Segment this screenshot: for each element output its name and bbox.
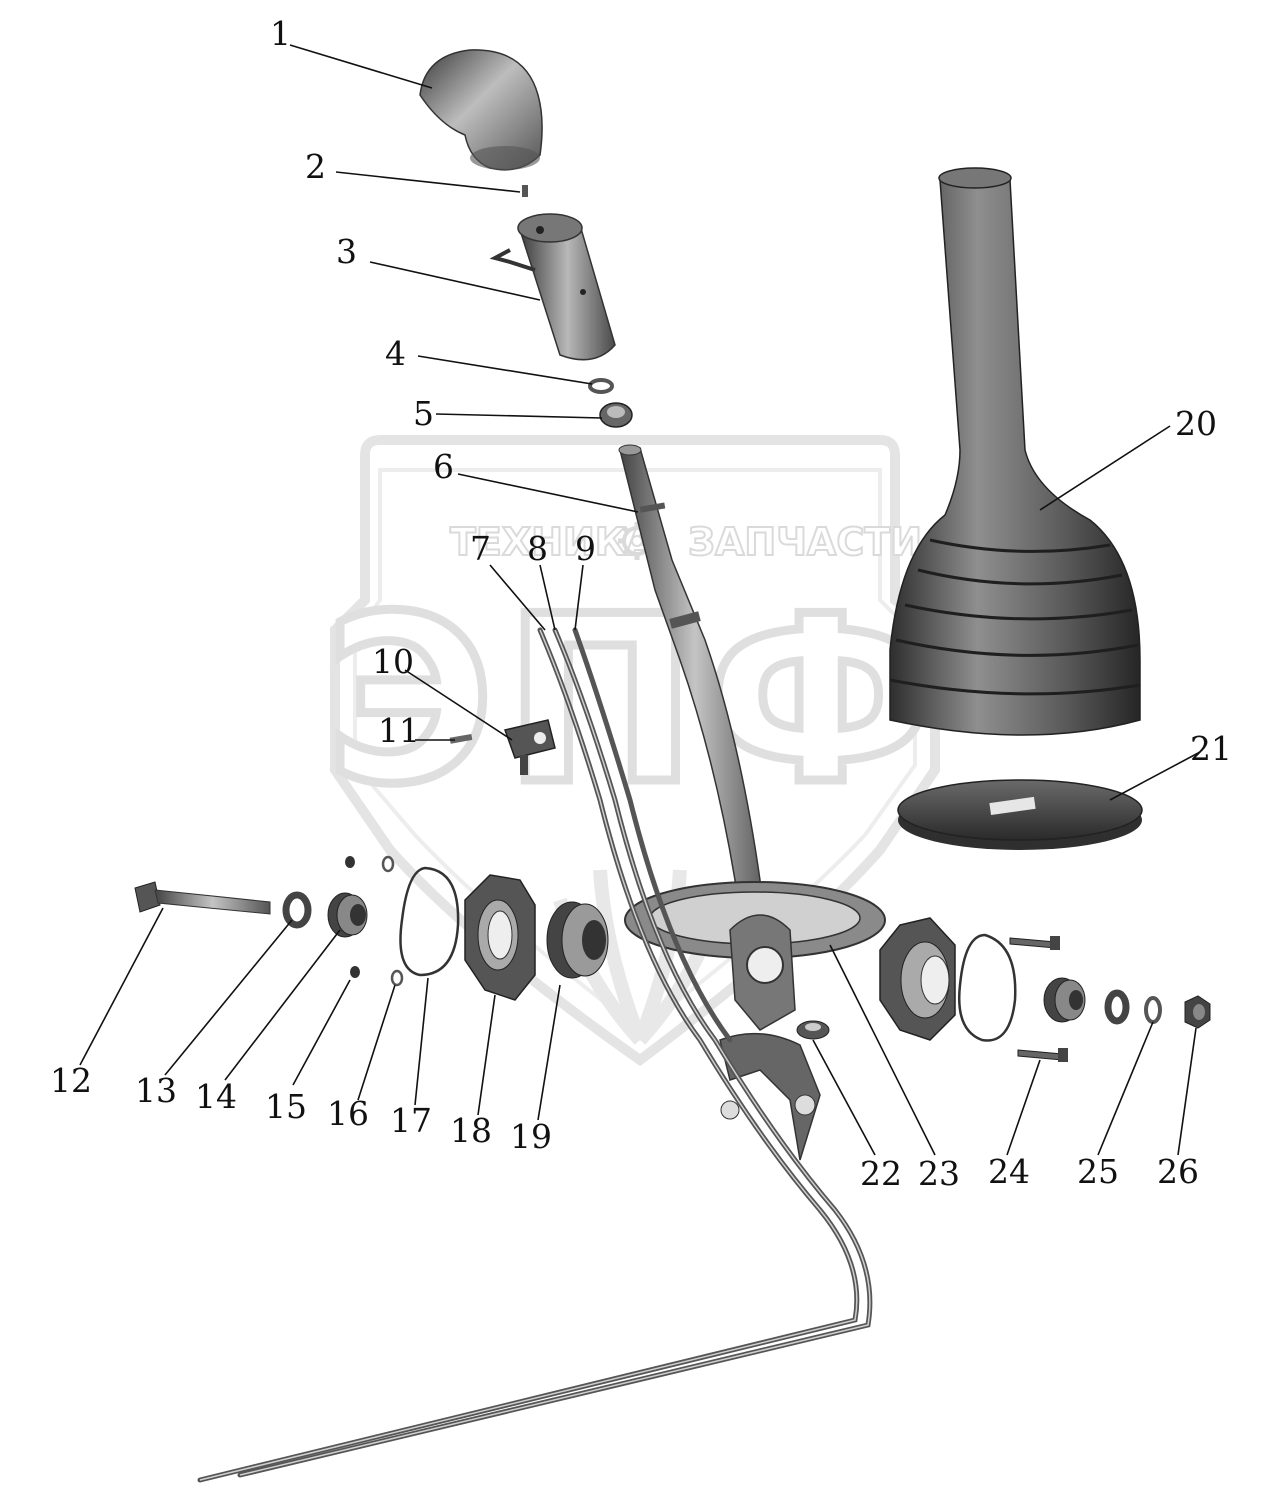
part-21-disk — [897, 779, 1143, 850]
callout-24: 24 — [988, 1152, 1030, 1191]
callout-17: 17 — [390, 1101, 432, 1140]
part-13-washer — [282, 891, 312, 929]
part-15-nuts — [345, 856, 360, 978]
part-16-washers — [381, 855, 404, 987]
callout-19: 19 — [510, 1117, 552, 1156]
part-7-8-9-rod-highlights — [199, 629, 871, 1481]
callout-11: 11 — [378, 711, 420, 750]
part-1-knob — [419, 49, 543, 171]
callout-labels: 1 2 3 4 5 6 7 8 9 10 11 12 13 14 15 16 1… — [50, 14, 1232, 1193]
callout-4: 4 — [385, 334, 406, 373]
part-right-flange — [879, 917, 956, 1041]
part-12-bolt — [134, 881, 271, 915]
part-right-gasket — [958, 933, 1017, 1042]
part-3-bushing — [489, 213, 616, 361]
callout-14: 14 — [195, 1077, 237, 1116]
callout-7: 7 — [470, 529, 491, 568]
part-17-gasket — [399, 866, 460, 977]
callout-26: 26 — [1157, 1152, 1199, 1191]
part-10-bracket — [504, 719, 556, 775]
callout-21: 21 — [1190, 729, 1232, 768]
part-22-bushing — [796, 1020, 830, 1040]
part-20-boot — [889, 167, 1141, 736]
part-18-flange — [464, 874, 536, 1001]
parts-group — [134, 49, 1211, 1483]
callout-15: 15 — [265, 1087, 307, 1126]
leader-lines — [79, 44, 1201, 1156]
callout-2: 2 — [305, 147, 326, 186]
part-11-screw — [449, 733, 473, 744]
callout-25: 25 — [1077, 1152, 1119, 1191]
callout-9: 9 — [575, 529, 596, 568]
callout-22: 22 — [860, 1154, 902, 1193]
callout-5: 5 — [413, 394, 434, 433]
part-4-washer — [588, 378, 614, 394]
watermark-logo: ТЕХНИКА ЗАПЧАСТИ ЭПФ — [321, 435, 944, 1067]
callout-1: 1 — [270, 14, 291, 53]
part-25-washer — [1144, 996, 1162, 1024]
callout-3: 3 — [336, 232, 357, 271]
watermark-right-word: ЗАПЧАСТИ — [688, 520, 922, 564]
callout-18: 18 — [450, 1111, 492, 1150]
part-14-bushing — [327, 892, 368, 938]
watermark-logo-text: ЭПФ — [325, 568, 944, 835]
part-2-pin — [522, 185, 528, 197]
callout-8: 8 — [527, 529, 548, 568]
callout-23: 23 — [918, 1154, 960, 1193]
part-right-washer — [1104, 989, 1130, 1025]
callout-20: 20 — [1175, 404, 1217, 443]
callout-10: 10 — [372, 642, 414, 681]
callout-13: 13 — [135, 1071, 177, 1110]
part-5-nut — [599, 402, 633, 428]
callout-12: 12 — [50, 1061, 92, 1100]
part-26-nut — [1184, 995, 1211, 1029]
part-right-bushing — [1043, 977, 1086, 1023]
part-24-bolts — [1009, 936, 1068, 1062]
callout-6: 6 — [433, 447, 454, 486]
part-23-base-plate — [624, 881, 886, 1161]
callout-16: 16 — [327, 1094, 369, 1133]
part-19-bearing — [546, 901, 609, 979]
